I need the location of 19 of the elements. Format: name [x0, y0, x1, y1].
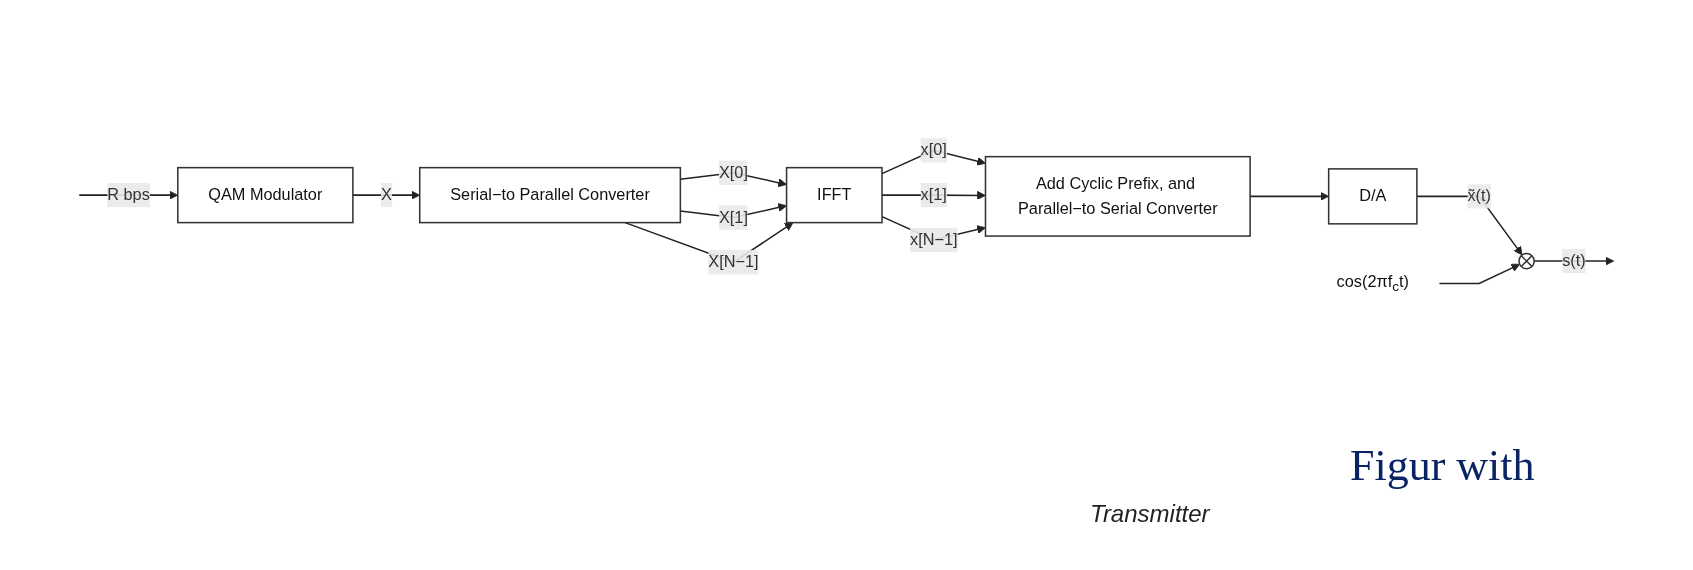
edge-label: x[0] — [920, 140, 947, 159]
node-box: IFFT — [785, 166, 883, 224]
node-text: cos(2πf$_{c}$t) — [1336, 272, 1409, 294]
edge-label: X[0] — [718, 163, 748, 181]
diagram-label: Transmitter — [1090, 500, 1210, 528]
edge-label: x̃(t) — [1467, 186, 1491, 205]
node-box: QAM Modulator — [177, 166, 354, 224]
edge-label: X[1] — [718, 208, 748, 226]
edge-label: X — [380, 185, 392, 203]
node-box: Add Cyclic Prefix, and Parallel−to Serial Converter — [984, 155, 1251, 237]
arrow — [1438, 263, 1521, 284]
node-box: Serial−to Parallel Converter — [418, 166, 682, 224]
edge-label: s(t) — [1562, 251, 1586, 269]
edge-label: x[1] — [920, 185, 947, 203]
node-box: D/A — [1327, 167, 1418, 225]
edge-label: X[N−1] — [708, 252, 759, 271]
caption: Figur with — [1350, 440, 1536, 491]
edge-label: x[N−1] — [909, 230, 958, 248]
edge-label: R bps — [107, 185, 150, 203]
